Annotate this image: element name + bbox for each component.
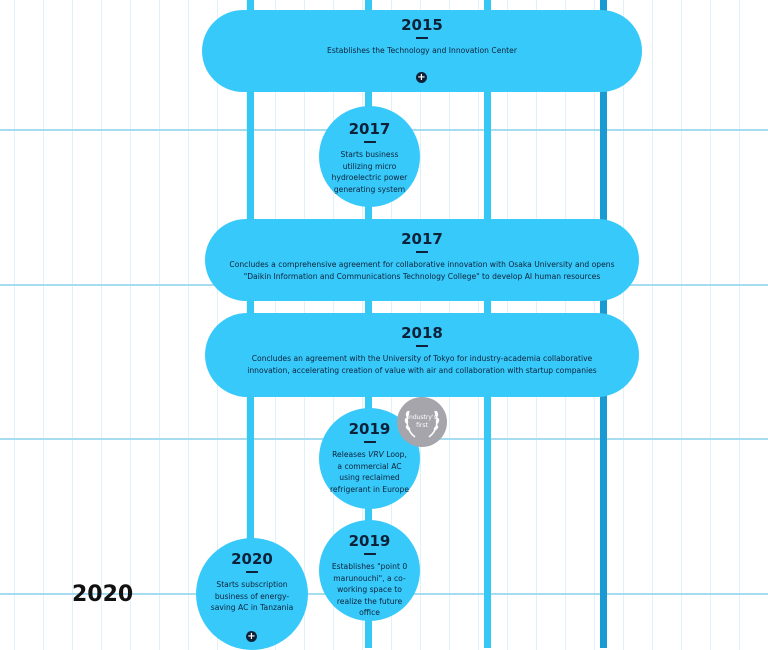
year-underline [363,553,376,555]
year-underline [363,141,376,143]
year-underline [246,571,258,573]
event-year: 2018 [401,324,443,342]
event-year: 2019 [348,532,391,550]
laurel-wreath-icon [404,410,440,438]
timeline-event-2018: 2018 Concludes an agreement with the Uni… [205,313,639,397]
event-description: Concludes an agreement with the Universi… [247,354,597,375]
year-underline [363,441,376,443]
badge-text-line1: Industry's [407,414,437,421]
timeline-event-2017-hydro: 2017 Starts business utilizing micro hyd… [319,106,420,207]
timeline-event-2019-vrv: 2019 Releases VRV Loop, a commercial AC … [319,408,420,509]
event-year: 2017 [401,230,443,248]
timeline-event-2020: 2020 Starts subscription business of ene… [196,538,308,650]
timeline-event-2019-point0: 2019 Establishes "point 0 marunouchi", a… [319,520,420,621]
event-year: 2019 [348,420,391,438]
event-description: Establishes the Technology and Innovatio… [327,46,517,55]
decade-label: 2020 [72,582,134,607]
industrys-first-badge: Industry's first [397,397,447,447]
event-description: Starts business utilizing micro hydroele… [331,150,408,194]
timeline-event-2017-osaka: 2017 Concludes a comprehensive agreement… [205,219,639,301]
badge-text-line2: first [416,422,428,429]
expand-plus-icon[interactable]: + [416,72,427,83]
event-year: 2015 [401,16,443,34]
year-underline [416,345,428,347]
event-description: Starts subscription business of energy-s… [210,580,294,613]
event-description: Concludes a comprehensive agreement for … [229,260,615,281]
expand-plus-icon[interactable]: + [246,631,257,642]
year-underline [416,37,428,39]
event-year: 2017 [348,120,391,138]
event-description: Establishes "point 0 marunouchi", a co-w… [331,562,408,618]
event-description: Releases VRV Loop, a commercial AC using… [329,450,410,494]
year-underline [416,251,428,253]
timeline-event-2015: 2015 Establishes the Technology and Inno… [202,10,642,92]
event-year: 2020 [231,550,273,568]
